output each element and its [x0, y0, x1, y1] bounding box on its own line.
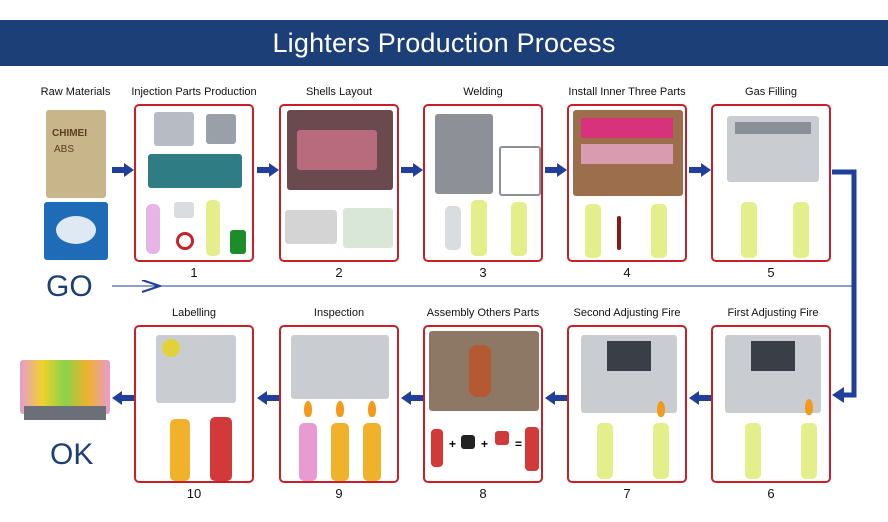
step-7-number: 7 [567, 486, 687, 501]
flow-arrow-10-to-ok [112, 391, 134, 405]
step-2-number: 2 [279, 265, 399, 280]
step-8-box: + + = [423, 325, 543, 483]
orange-lighter-image-2 [363, 423, 381, 481]
yellow-lighter-image-2 [651, 204, 667, 258]
flame-icon [657, 401, 665, 417]
step-2-label: Shells Layout [279, 86, 399, 98]
yellow-lighter-image-2 [793, 202, 809, 258]
step-1-box [134, 104, 254, 262]
flame-icon [304, 401, 312, 417]
shell-tray-image [285, 210, 337, 244]
step-1-label: Injection Parts Production [123, 86, 265, 98]
finished-lighters-display-image [20, 360, 110, 422]
step-4-label: Install Inner Three Parts [560, 86, 694, 98]
step-9-label: Inspection [279, 307, 399, 319]
inspection-machine-image [291, 335, 389, 399]
step-3-number: 3 [423, 265, 543, 280]
page-title: Lighters Production Process [0, 20, 888, 66]
step-5-box [711, 104, 831, 262]
step-8-number: 8 [423, 486, 543, 501]
injection-machine-image [148, 154, 242, 188]
abs-bag-image: CHIMEI ABS [46, 110, 106, 198]
flow-arrow-4-to-5 [689, 163, 711, 177]
flow-arrow-raw-to-1 [112, 163, 134, 177]
step-10-label: Labelling [134, 307, 254, 319]
small-parts-image [461, 435, 475, 449]
raw-materials-panel: CHIMEI ABS [38, 104, 113, 264]
step-6-label: First Adjusting Fire [711, 307, 835, 319]
step-5-label: Gas Filling [711, 86, 831, 98]
flame-icon [368, 401, 376, 417]
step-9-number: 9 [279, 486, 399, 501]
plastic-pellets-image [44, 202, 108, 260]
step-5-number: 5 [711, 265, 831, 280]
raw-materials-label: Raw Materials [38, 86, 113, 98]
go-arrow-line [112, 280, 872, 294]
step-6-box [711, 325, 831, 483]
yellow-lighter-image [471, 200, 487, 256]
ok-label: OK [50, 438, 93, 472]
flame-icon [336, 401, 344, 417]
mold-image-2 [206, 114, 236, 144]
pink-lighter-image [299, 423, 317, 481]
flow-arrow-6-to-7 [689, 391, 711, 405]
step-9-box [279, 325, 399, 483]
flow-arrow-8-to-9 [401, 391, 423, 405]
step-4-number: 4 [567, 265, 687, 280]
pink-shell-part [146, 204, 160, 254]
inner-parts-station-image [573, 110, 683, 196]
step-10-number: 10 [134, 486, 254, 501]
red-ring-part [176, 232, 194, 250]
step-2-box [279, 104, 399, 262]
flow-arrow-3-to-4 [545, 163, 567, 177]
step-1-number: 1 [134, 265, 254, 280]
welding-table-image [499, 146, 541, 196]
step-3-box [423, 104, 543, 262]
flow-arrow-2-to-3 [401, 163, 423, 177]
welding-machine-image [435, 114, 493, 194]
equals-symbol: = [515, 437, 522, 451]
flame-icon [805, 399, 813, 415]
bag-brand-text: CHIMEI [52, 128, 87, 139]
flow-arrow-1-to-2 [257, 163, 279, 177]
step-6-number: 6 [711, 486, 831, 501]
orange-lighter-image [331, 423, 349, 481]
yellow-lighter-image-2 [653, 423, 669, 479]
yellow-lighter-image [585, 204, 601, 258]
labelling-machine-image [156, 335, 236, 403]
yellow-lighter-image-2 [801, 423, 817, 479]
orange-lighter-image [170, 419, 190, 481]
flow-arrow-7-to-8 [545, 391, 567, 405]
green-cap-part [230, 230, 246, 254]
bag-material-text: ABS [54, 144, 74, 155]
flow-arrow-9-to-10 [257, 391, 279, 405]
yellow-lighter-image [745, 423, 761, 479]
yellow-lighter-image-2 [511, 202, 527, 256]
shell-tray-image-2 [343, 208, 393, 248]
step-10-box [134, 325, 254, 483]
go-label: GO [46, 270, 93, 304]
yellow-lighter-body [206, 200, 220, 256]
lighter-body-image [445, 206, 461, 250]
assembly-workers-image [429, 331, 539, 411]
red-cap-part [495, 431, 509, 445]
shells-layout-machine-image [287, 110, 393, 190]
valve-part-image [617, 216, 621, 250]
plus-symbol-2: + [481, 437, 488, 451]
yellow-lighter-image [741, 202, 757, 258]
step-7-label: Second Adjusting Fire [562, 307, 692, 319]
clear-part [174, 202, 194, 218]
red-lighter-part [431, 429, 443, 467]
plus-symbol-1: + [449, 437, 456, 451]
red-lighter-finished [525, 427, 539, 471]
yellow-lighter-image [597, 423, 613, 479]
step-4-box [567, 104, 687, 262]
step-3-label: Welding [423, 86, 543, 98]
step-8-label: Assembly Others Parts [418, 307, 548, 319]
step-7-box [567, 325, 687, 483]
mold-image [154, 112, 194, 146]
gas-filling-machine-image [727, 116, 819, 182]
red-labelled-lighter-image [210, 417, 232, 481]
